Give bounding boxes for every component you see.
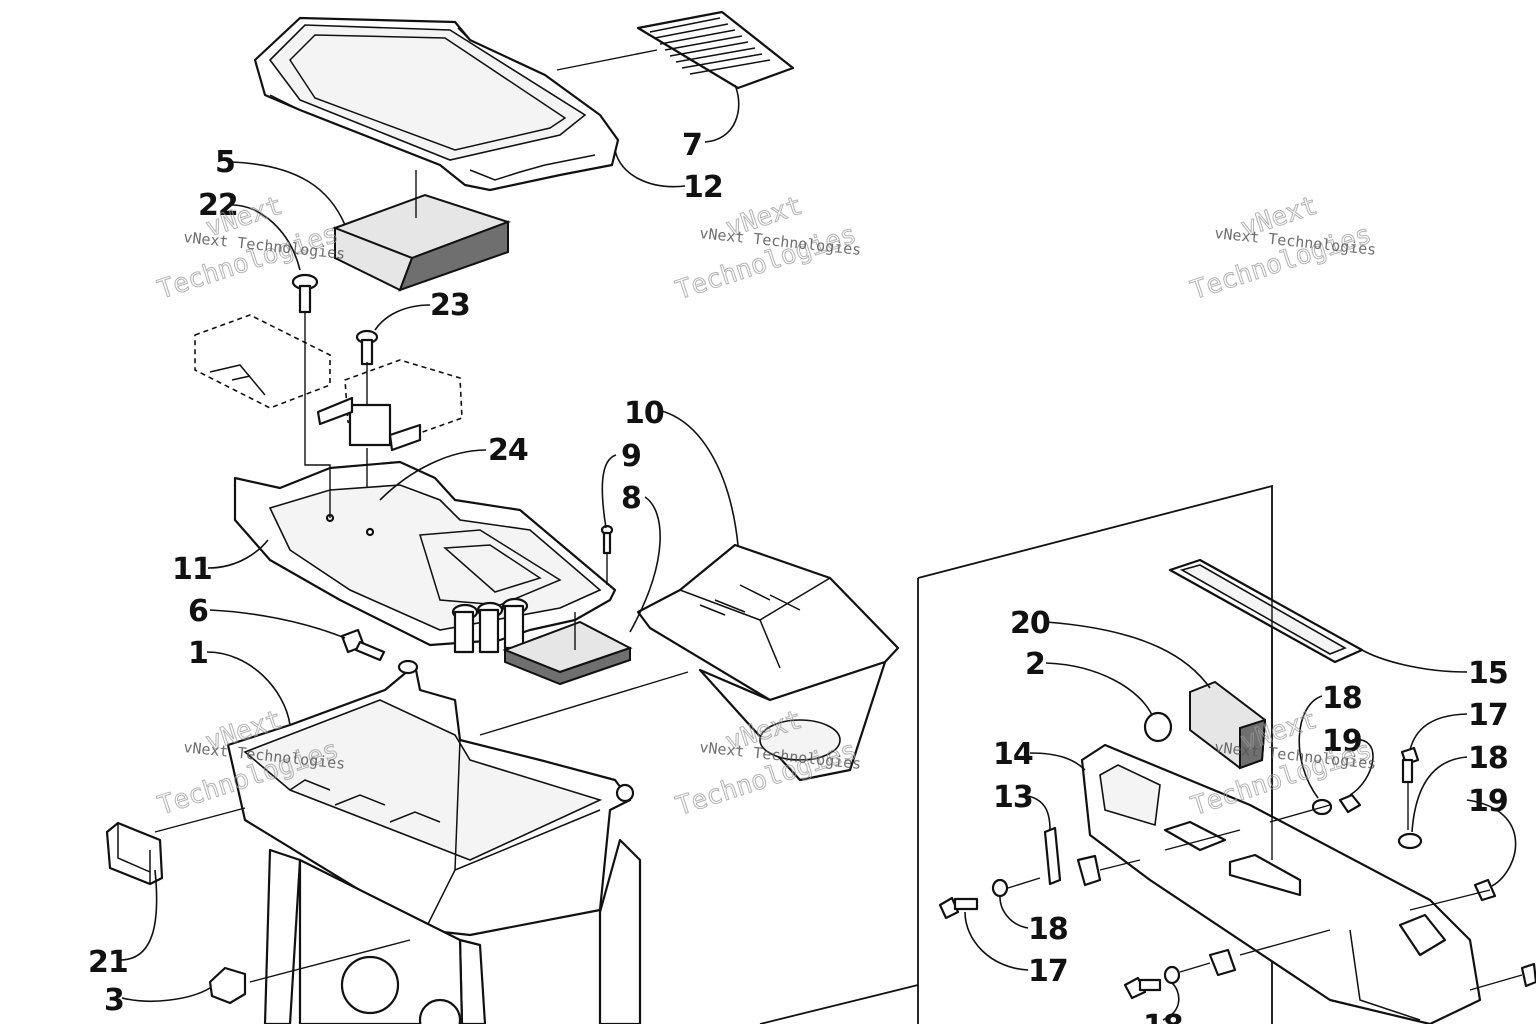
callout-9: 9 <box>621 439 641 474</box>
callout-18-a: 18 <box>1322 681 1362 716</box>
part-1-airbox <box>226 663 642 1024</box>
svg-text:Technologies: Technologies <box>154 219 342 306</box>
part-14-housing <box>1080 743 1482 1024</box>
assembly-axes <box>154 49 1523 991</box>
callout-19-a: 19 <box>1322 724 1362 759</box>
part-7-decal <box>636 10 795 90</box>
part-8-filter-pad <box>502 620 633 686</box>
callout-20: 20 <box>1010 606 1050 641</box>
part-6-bolt <box>340 628 419 675</box>
callout-12: 12 <box>683 170 723 205</box>
callout-3: 3 <box>104 983 124 1018</box>
callout-21: 21 <box>88 945 128 980</box>
callout-7: 7 <box>682 128 702 163</box>
callout-8: 8 <box>621 481 641 516</box>
part-22-screw <box>291 273 319 314</box>
callout-18-b: 18 <box>1468 741 1508 776</box>
callout-18-c: 18 <box>1028 912 1068 947</box>
callout-5: 5 <box>215 145 235 180</box>
callout-17-b: 17 <box>1028 954 1068 989</box>
callout-24: 24 <box>488 433 528 468</box>
callout-17-a: 17 <box>1468 698 1508 733</box>
dashed-component-coil <box>316 359 463 452</box>
part-15-gasket <box>1168 558 1364 664</box>
part-11-tray <box>233 460 617 654</box>
fastener-hardware <box>938 746 1536 1000</box>
callout-14: 14 <box>993 737 1033 772</box>
callout-2: 2 <box>1025 647 1045 682</box>
callout-22: 22 <box>198 188 238 223</box>
part-23-screw <box>355 329 379 366</box>
callout-11: 11 <box>172 552 212 587</box>
callout-23: 23 <box>430 288 470 323</box>
callout-numbers: 5 22 23 7 12 10 24 9 8 11 6 1 21 3 20 2 … <box>88 128 1509 1024</box>
part-13-strip <box>1043 826 1062 886</box>
callout-15: 15 <box>1468 656 1508 691</box>
part-3-clip <box>208 966 247 1005</box>
dashed-component-module <box>194 314 331 409</box>
part-5-filter <box>332 193 512 292</box>
callout-10: 10 <box>624 396 664 431</box>
callout-19-b: 19 <box>1468 784 1508 819</box>
part-2-plug <box>1143 711 1173 743</box>
callout-1: 1 <box>188 636 208 671</box>
part-12-airbox-lid <box>253 16 620 192</box>
callout-13: 13 <box>993 780 1033 815</box>
part-10-silencer <box>636 543 900 782</box>
leader-lines <box>119 84 1517 1021</box>
part-20-foam <box>1189 680 1267 770</box>
callout-6: 6 <box>188 594 208 629</box>
part-9-screw <box>600 524 614 555</box>
part-21-clip <box>105 821 164 886</box>
callout-18-d: 18 <box>1143 1009 1183 1024</box>
